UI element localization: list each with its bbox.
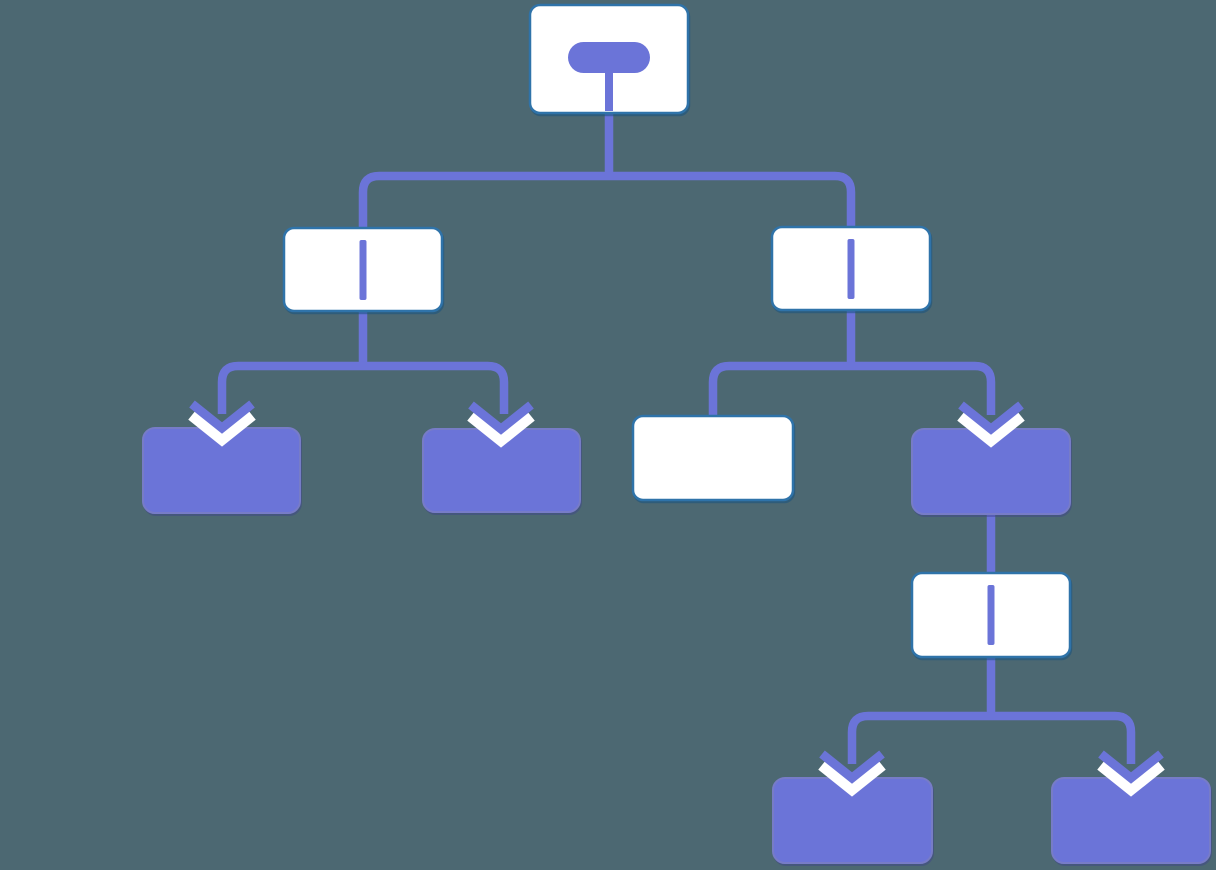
double-chevron-down-icon (188, 400, 256, 447)
edge-root-split-rail (358, 171, 856, 228)
nodes-layer (142, 3, 1211, 864)
edge-branch-left-split-rail (217, 361, 509, 414)
node-decision-2[interactable] (910, 571, 1072, 659)
chevron-purple (1098, 750, 1164, 784)
chevron-purple (819, 750, 885, 784)
vertical-bar-icon (847, 239, 855, 299)
chevron-purple (189, 400, 255, 434)
vertical-bar-icon (359, 240, 367, 300)
vertical-bar-icon (987, 585, 995, 645)
chevron-white (818, 760, 886, 797)
edge-branch-right-split-rail (708, 361, 996, 416)
double-chevron-down-icon (818, 750, 886, 797)
node-branch-right[interactable] (770, 225, 932, 312)
node-root[interactable] (528, 3, 690, 115)
double-chevron-down-icon (1097, 750, 1165, 797)
double-chevron-down-icon (957, 401, 1025, 448)
chevron-white (1097, 760, 1165, 797)
node-option-blank-card[interactable] (631, 414, 795, 502)
chevron-purple (468, 401, 534, 435)
chevron-white (957, 411, 1025, 448)
chevron-white (188, 410, 256, 447)
edges-layer (217, 112, 1136, 764)
chevron-purple (958, 401, 1024, 435)
pill-icon (568, 42, 650, 73)
chevron-white (467, 411, 535, 448)
node-branch-left[interactable] (282, 226, 444, 313)
arrowheads-layer (188, 400, 1165, 797)
pill-stem-icon (605, 70, 613, 111)
node-option-blank[interactable] (631, 414, 795, 502)
edge-decision2-split-rail (847, 711, 1136, 764)
double-chevron-down-icon (467, 401, 535, 448)
